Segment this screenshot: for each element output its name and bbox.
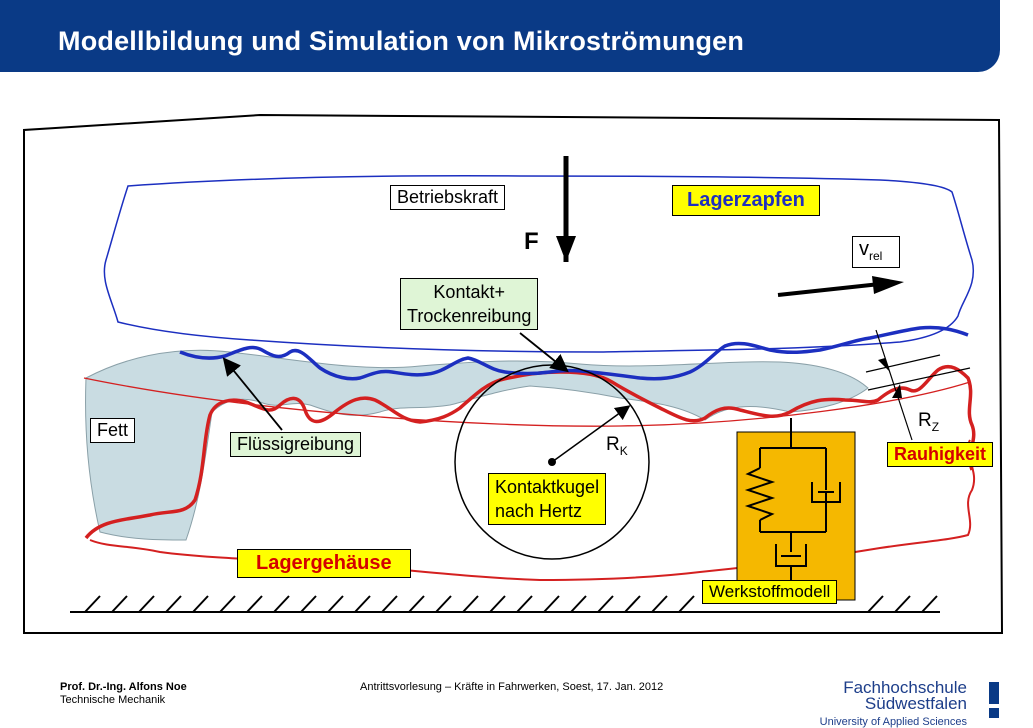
shaft-outline [103,175,974,353]
kontaktkugel-line1: Kontaktkugel [495,477,600,497]
velocity-arrow [777,282,881,297]
footer-department: Technische Mechanik [60,694,166,706]
velocity-arrowhead [872,276,904,294]
logo-mark-bar [989,682,999,704]
logo-line3: University of Applied Sciences [819,716,967,728]
betriebskraft-label: Betriebskraft [390,185,506,210]
rz-arrow-a [878,358,890,372]
kontakt-line2: Trockenreibung [407,306,532,326]
footer-author: Prof. Dr.-Ing. Alfons Noe [60,681,187,693]
housing-outline [89,439,975,582]
lagergehaeuse-label: Lagergehäuse [237,549,411,578]
velocity-subscript: rel [869,249,883,263]
shaft-surface [179,325,969,381]
footer-author-block: Prof. Dr.-Ing. Alfons Noe Technische Mec… [60,681,187,707]
rz-tick-top [865,354,941,373]
ground-hatch [70,595,940,613]
fett-label: Fett [90,418,136,443]
sphere-center [548,458,556,466]
logo-line1: Fachhochschule [843,678,967,697]
rz-tick-bottom [867,367,971,391]
kontaktkugel-label: Kontaktkugel nach Hertz [488,473,607,525]
logo-line2: Südwestfalen [864,694,967,713]
rk-symbol: R [606,434,620,455]
velocity-symbol: v [859,238,869,260]
fluessig-pointer [222,357,283,431]
rz-arrow-b [892,384,902,398]
kontaktkugel-line2: nach Hertz [495,501,583,521]
rz-symbol: R [918,410,932,431]
page-title: Modellbildung und Simulation von Mikrost… [58,26,745,56]
rz-label: RZ [918,410,939,434]
kontakt-pointer [519,332,569,373]
velocity-label: vrel [852,236,900,268]
outer-frame [23,113,1004,634]
force-label: F [524,228,539,255]
footer-event: Antrittsvorlesung – Kräfte in Fahrwerken… [360,681,664,693]
lagerzapfen-label: Lagerzapfen [672,185,820,216]
werkstoffmodell-label: Werkstoffmodell [702,580,838,604]
housing-arc [83,377,971,427]
rauhigkeit-label: Rauhigkeit [887,442,994,467]
rk-label: RK [606,434,628,458]
kontakt-line1: Kontakt+ [433,282,505,302]
kontakt-label: Kontakt+ Trockenreibung [400,278,539,330]
rk-subscript: K [619,443,628,458]
university-logo: Fachhochschule Südwestfalen University o… [820,676,1003,728]
rz-dim-line [875,329,913,441]
material-model-symbol [744,418,841,582]
rz-subscript: Z [931,419,940,434]
sphere-radius [551,405,631,463]
force-arrowhead [556,236,576,262]
material-model-box [736,431,856,601]
grease-region [85,349,869,541]
fluessig-label: Flüssigreibung [230,432,362,457]
header-bar: Modellbildung und Simulation von Mikrost… [0,0,1000,72]
logo-mark-dot [989,708,999,718]
